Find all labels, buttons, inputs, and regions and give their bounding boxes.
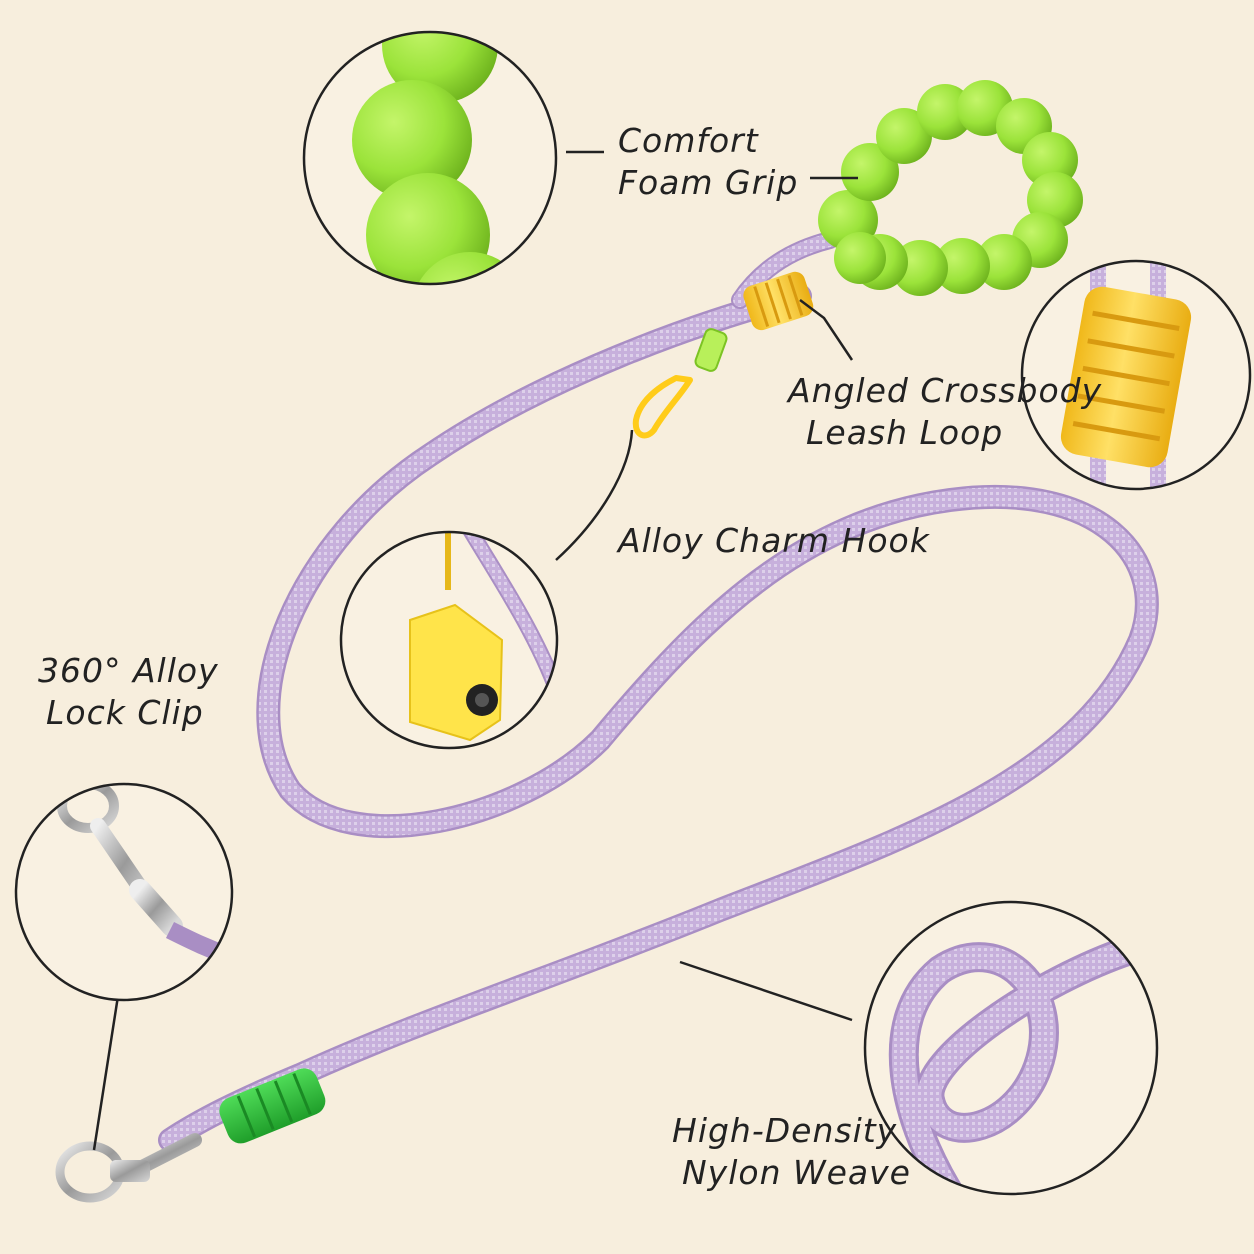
snap-clip-closeup xyxy=(14,782,234,1002)
nylon-weave-line1: High-Density xyxy=(672,1111,898,1150)
lock-clip-label: 360° Alloy Lock Clip xyxy=(38,650,219,734)
lock-clip xyxy=(55,1133,202,1203)
foam-grip-handle xyxy=(818,80,1083,296)
comfort-grip-line2: Foam Grip xyxy=(618,163,799,202)
leader-lines xyxy=(92,150,858,1151)
foam-grip-closeup xyxy=(302,30,558,286)
crossbody-loop-line2: Leash Loop xyxy=(806,413,1004,452)
poop-bag-holder-closeup xyxy=(339,530,559,750)
charm-hook-label: Alloy Charm Hook xyxy=(618,520,930,562)
crossbody-loop-label: Angled Crossbody Leash Loop xyxy=(788,370,1102,454)
lock-clip-line1: 360° Alloy xyxy=(38,651,219,690)
nylon-weave-line2: Nylon Weave xyxy=(682,1153,911,1192)
crossbody-loop-line1: Angled Crossbody xyxy=(788,371,1103,410)
comfort-grip-label: Comfort Foam Grip xyxy=(618,120,798,204)
charm-hook-line1: Alloy Charm Hook xyxy=(618,521,930,560)
yellow-sleeve-closeup xyxy=(1020,259,1252,491)
leash-rope xyxy=(158,231,1159,1152)
comfort-grip-line1: Comfort xyxy=(618,121,759,160)
rope-loop-closeup xyxy=(863,900,1159,1196)
charm-hook xyxy=(632,328,728,439)
nylon-weave-label: High-Density Nylon Weave xyxy=(672,1110,911,1194)
yellow-sleeve xyxy=(743,271,814,331)
lock-clip-line2: Lock Clip xyxy=(46,693,204,732)
green-end-sleeve xyxy=(219,1068,326,1144)
